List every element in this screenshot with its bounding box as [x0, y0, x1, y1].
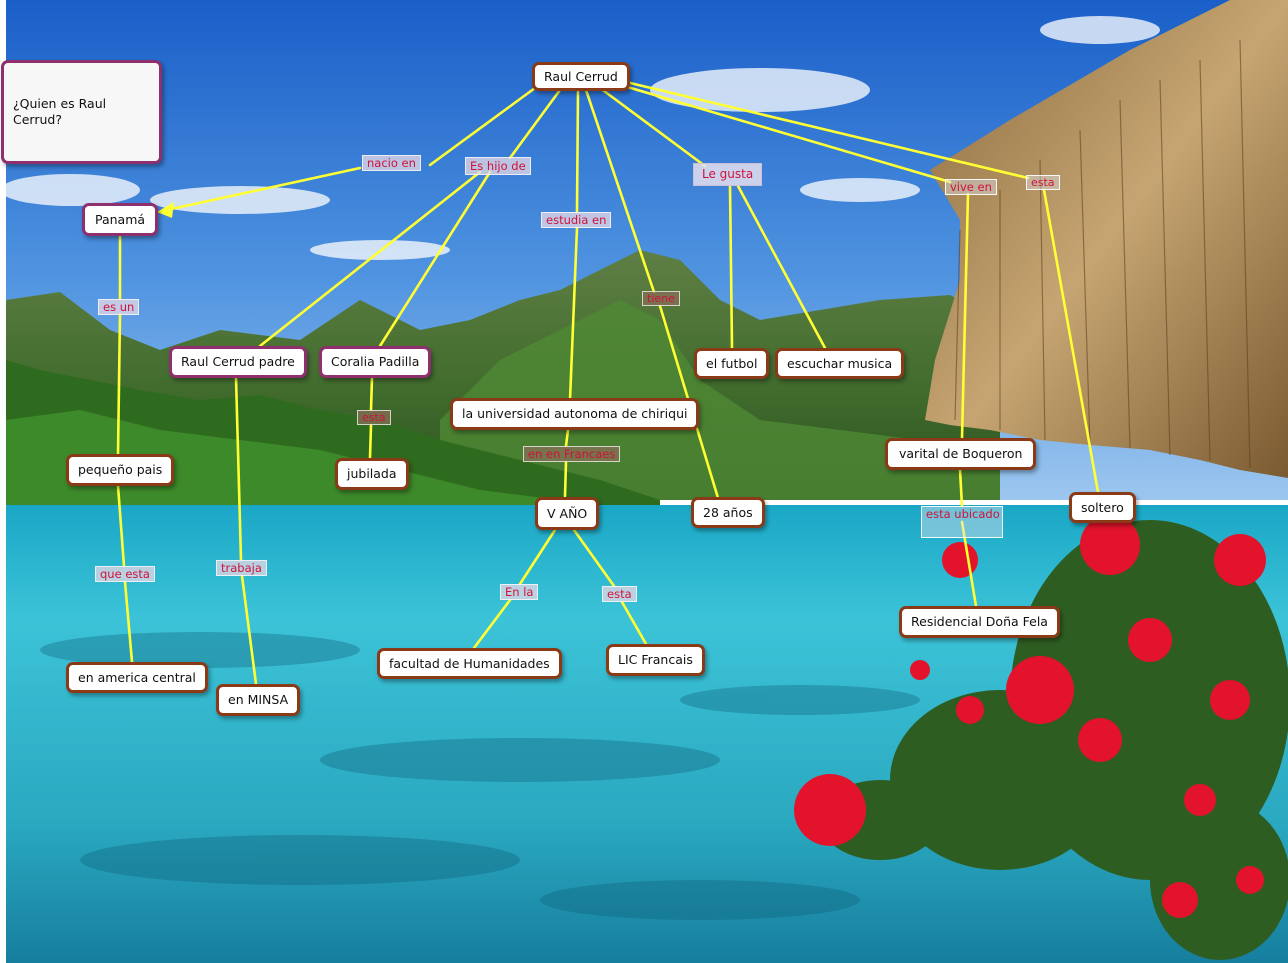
link-esta-soltero[interactable]: esta [1026, 175, 1060, 190]
connector-nacio-panama [160, 166, 362, 213]
node-en-minsa[interactable]: en MINSA [216, 684, 301, 716]
node-residencial-dona-fela[interactable]: Residencial Doña Fela [899, 606, 1060, 638]
connector-vano-enla [518, 528, 557, 586]
connector-root-estudia [575, 88, 580, 214]
connector-pais-queesta [116, 484, 126, 568]
connector-vive-boqueron [960, 192, 970, 440]
arrowhead-panama [157, 202, 174, 218]
node-en-america-central[interactable]: en america central [66, 662, 208, 693]
connector-ubicado-residencial [960, 520, 978, 608]
connector-root-vive [622, 84, 952, 184]
connector-root-hijo [508, 88, 562, 160]
connector-root-tiene [584, 88, 656, 294]
node-28-anos[interactable]: 28 años [691, 497, 765, 528]
node-escuchar-musica[interactable]: escuchar musica [775, 348, 905, 379]
node-panama[interactable]: Panamá [82, 203, 159, 236]
link-que-esta[interactable]: que esta [95, 566, 155, 582]
connector-root-gusta [598, 86, 707, 168]
connector-coralia-esta [369, 376, 374, 412]
connector-esta-soltero [1042, 188, 1100, 494]
connector-hijo-coralia [378, 170, 492, 348]
node-v-ano[interactable]: V AÑO [535, 497, 600, 530]
connector-vano-esta [572, 528, 616, 588]
connector-root-nacio [428, 86, 537, 167]
node-jubilada[interactable]: jubilada [335, 458, 409, 490]
link-le-gusta[interactable]: Le gusta [693, 163, 763, 186]
node-pequeno-pais[interactable]: pequeño pais [66, 454, 175, 486]
node-universidad[interactable]: la universidad autonoma de chiriqui [450, 398, 700, 430]
link-en-la[interactable]: En la [500, 584, 539, 600]
connector-esun-pais [116, 312, 122, 456]
connector-boqueron-ubicado [958, 468, 964, 508]
node-el-futbol[interactable]: el futbol [694, 348, 770, 379]
title-note[interactable]: ¿Quien es Raul Cerrud? [1, 60, 162, 164]
connector-gusta-musica [736, 184, 827, 350]
connector-esta-jubilada [368, 423, 373, 460]
title-note-text: ¿Quien es Raul Cerrud? [13, 96, 107, 127]
node-varital-de-boqueron[interactable]: varital de Boqueron [885, 438, 1037, 470]
node-coralia-padilla[interactable]: Coralia Padilla [319, 346, 432, 378]
node-lic-francais[interactable]: LIC Francais [606, 644, 705, 676]
connector-root-esta [624, 80, 1030, 180]
connector-francaes-vano [563, 460, 568, 498]
connector-universidad-francaes [564, 428, 570, 448]
node-raul-cerrud[interactable]: Raul Cerrud [532, 62, 630, 91]
link-vive-en[interactable]: vive en [945, 179, 997, 195]
connector-hijo-padre [258, 170, 482, 348]
connector-enla-humanidades [472, 598, 512, 650]
node-soltero[interactable]: soltero [1069, 492, 1136, 523]
link-esta-jubilada[interactable]: esta [357, 410, 391, 425]
connector-trabaja-minsa [240, 574, 258, 686]
node-facultad-de-humanidades[interactable]: facultad de Humanidades [377, 648, 562, 679]
node-raul-cerrud-padre[interactable]: Raul Cerrud padre [169, 346, 307, 378]
link-es-hijo-de[interactable]: Es hijo de [465, 157, 531, 175]
link-es-un[interactable]: es un [98, 299, 140, 315]
link-tiene[interactable]: tiene [642, 291, 680, 306]
link-esta-lic[interactable]: esta [602, 586, 637, 602]
connector-esta-lic [620, 600, 648, 646]
link-esta-ubicado[interactable]: esta ubicado [921, 506, 1003, 538]
connector-gusta-futbol [728, 184, 734, 350]
link-estudia-en[interactable]: estudia en [541, 212, 612, 228]
connector-queesta-america [123, 580, 134, 664]
connector-estudia-universidad [568, 226, 579, 402]
link-nacio-en[interactable]: nacio en [362, 155, 421, 171]
connector-padre-trabaja [234, 376, 243, 562]
link-trabaja[interactable]: trabaja [216, 560, 267, 576]
link-en-en-francaes[interactable]: en en Francaes [523, 446, 621, 462]
